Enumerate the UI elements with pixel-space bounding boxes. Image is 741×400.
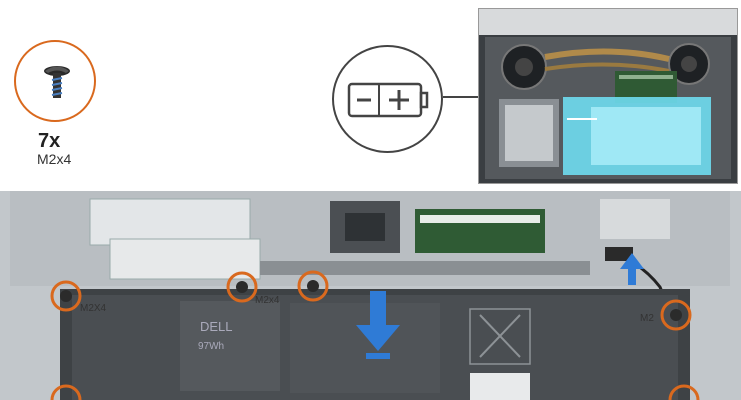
battery-detail-image: DELL 97Wh M2X4 M2x4 M2: [0, 191, 741, 400]
screw-quantity: 7x: [38, 130, 61, 152]
battery-capacity: 97Wh: [198, 341, 224, 352]
screw-marker: [660, 299, 692, 331]
laptop-overview-image: [478, 8, 738, 184]
screw-marker: [668, 384, 700, 400]
callout-leader-line: [443, 96, 488, 98]
screw-callout: [14, 40, 96, 122]
screw-label-right: M2: [640, 313, 654, 324]
screw-size: M2x4: [37, 151, 72, 167]
screw-icon: [44, 66, 70, 98]
lift-arrow: [356, 291, 400, 359]
battery-callout: [332, 45, 443, 153]
screw-marker: [297, 270, 329, 302]
battery-brand: DELL: [200, 319, 233, 334]
battery-icon: [347, 82, 429, 118]
screw-marker: [50, 280, 82, 312]
screw-label-mid: M2x4: [255, 295, 280, 306]
screw-marker: [226, 271, 258, 303]
disconnect-arrow: [620, 253, 644, 285]
screw-label-left: M2X4: [80, 303, 107, 314]
screw-marker: [50, 384, 82, 400]
